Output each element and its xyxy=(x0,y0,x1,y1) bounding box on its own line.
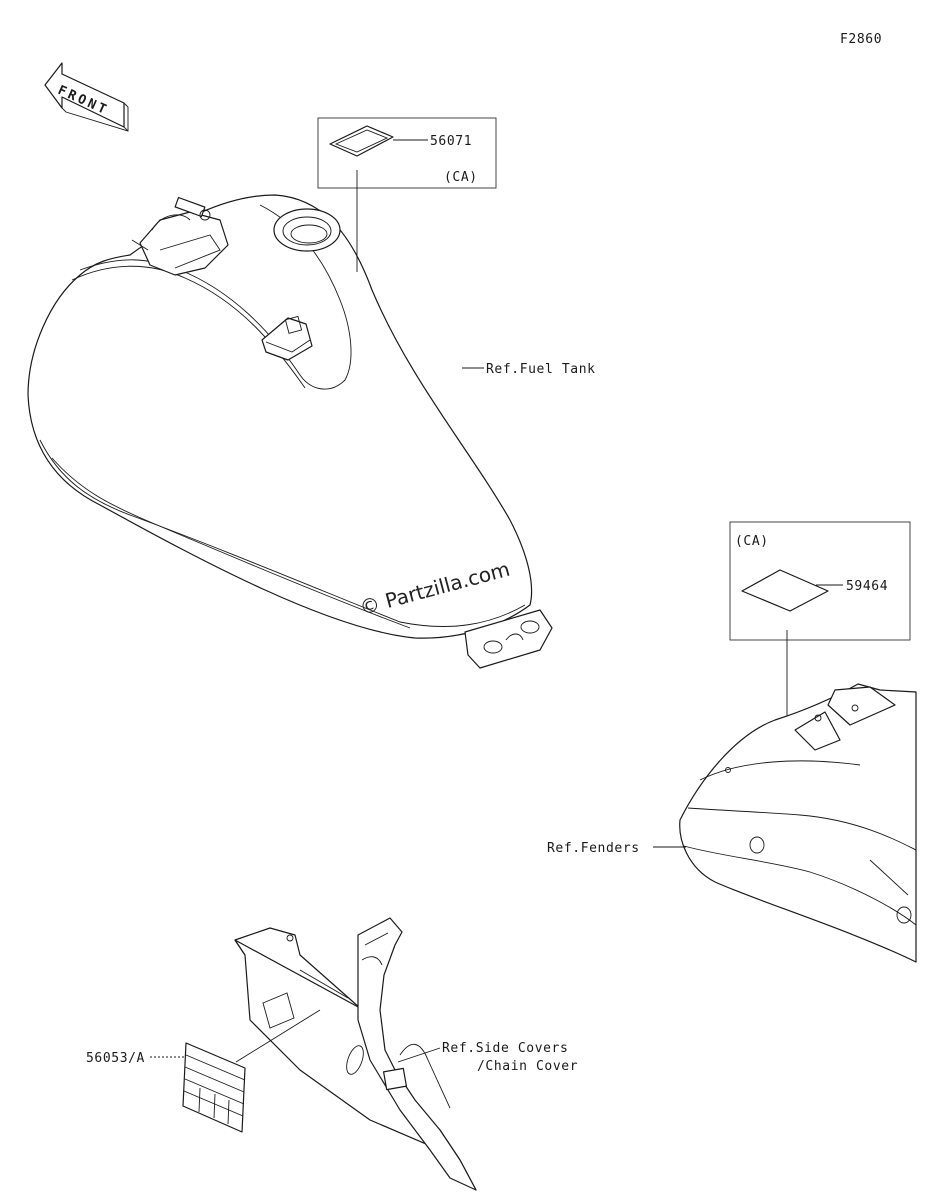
front-arrow-icon: FRONT xyxy=(44,62,129,132)
side-cover-drawing xyxy=(234,917,477,1191)
ref-side-covers-label: Ref.Side Covers xyxy=(442,1041,568,1056)
ref-fenders-label: Ref.Fenders xyxy=(547,841,640,856)
callout-56071-box xyxy=(317,117,497,189)
fender-drawing xyxy=(679,683,917,963)
callout-59464-box xyxy=(729,521,911,641)
part-number-56053: 56053/A xyxy=(86,1051,145,1066)
region-code-59464: (CA) xyxy=(735,534,769,549)
label-56053: 56053/A xyxy=(86,1009,321,1133)
callout-56071: 56071 (CA) xyxy=(317,117,497,272)
region-code-56071: (CA) xyxy=(444,170,478,185)
ref-fuel-tank-label: Ref.Fuel Tank xyxy=(486,362,596,377)
ref-chain-cover-label: /Chain Cover xyxy=(477,1059,578,1074)
part-number-59464: 59464 xyxy=(846,579,888,594)
figure-code: F2860 xyxy=(840,32,882,47)
part-number-56071: 56071 xyxy=(430,134,472,149)
callout-59464: (CA) 59464 xyxy=(729,521,911,730)
fuel-tank-drawing xyxy=(27,194,553,669)
